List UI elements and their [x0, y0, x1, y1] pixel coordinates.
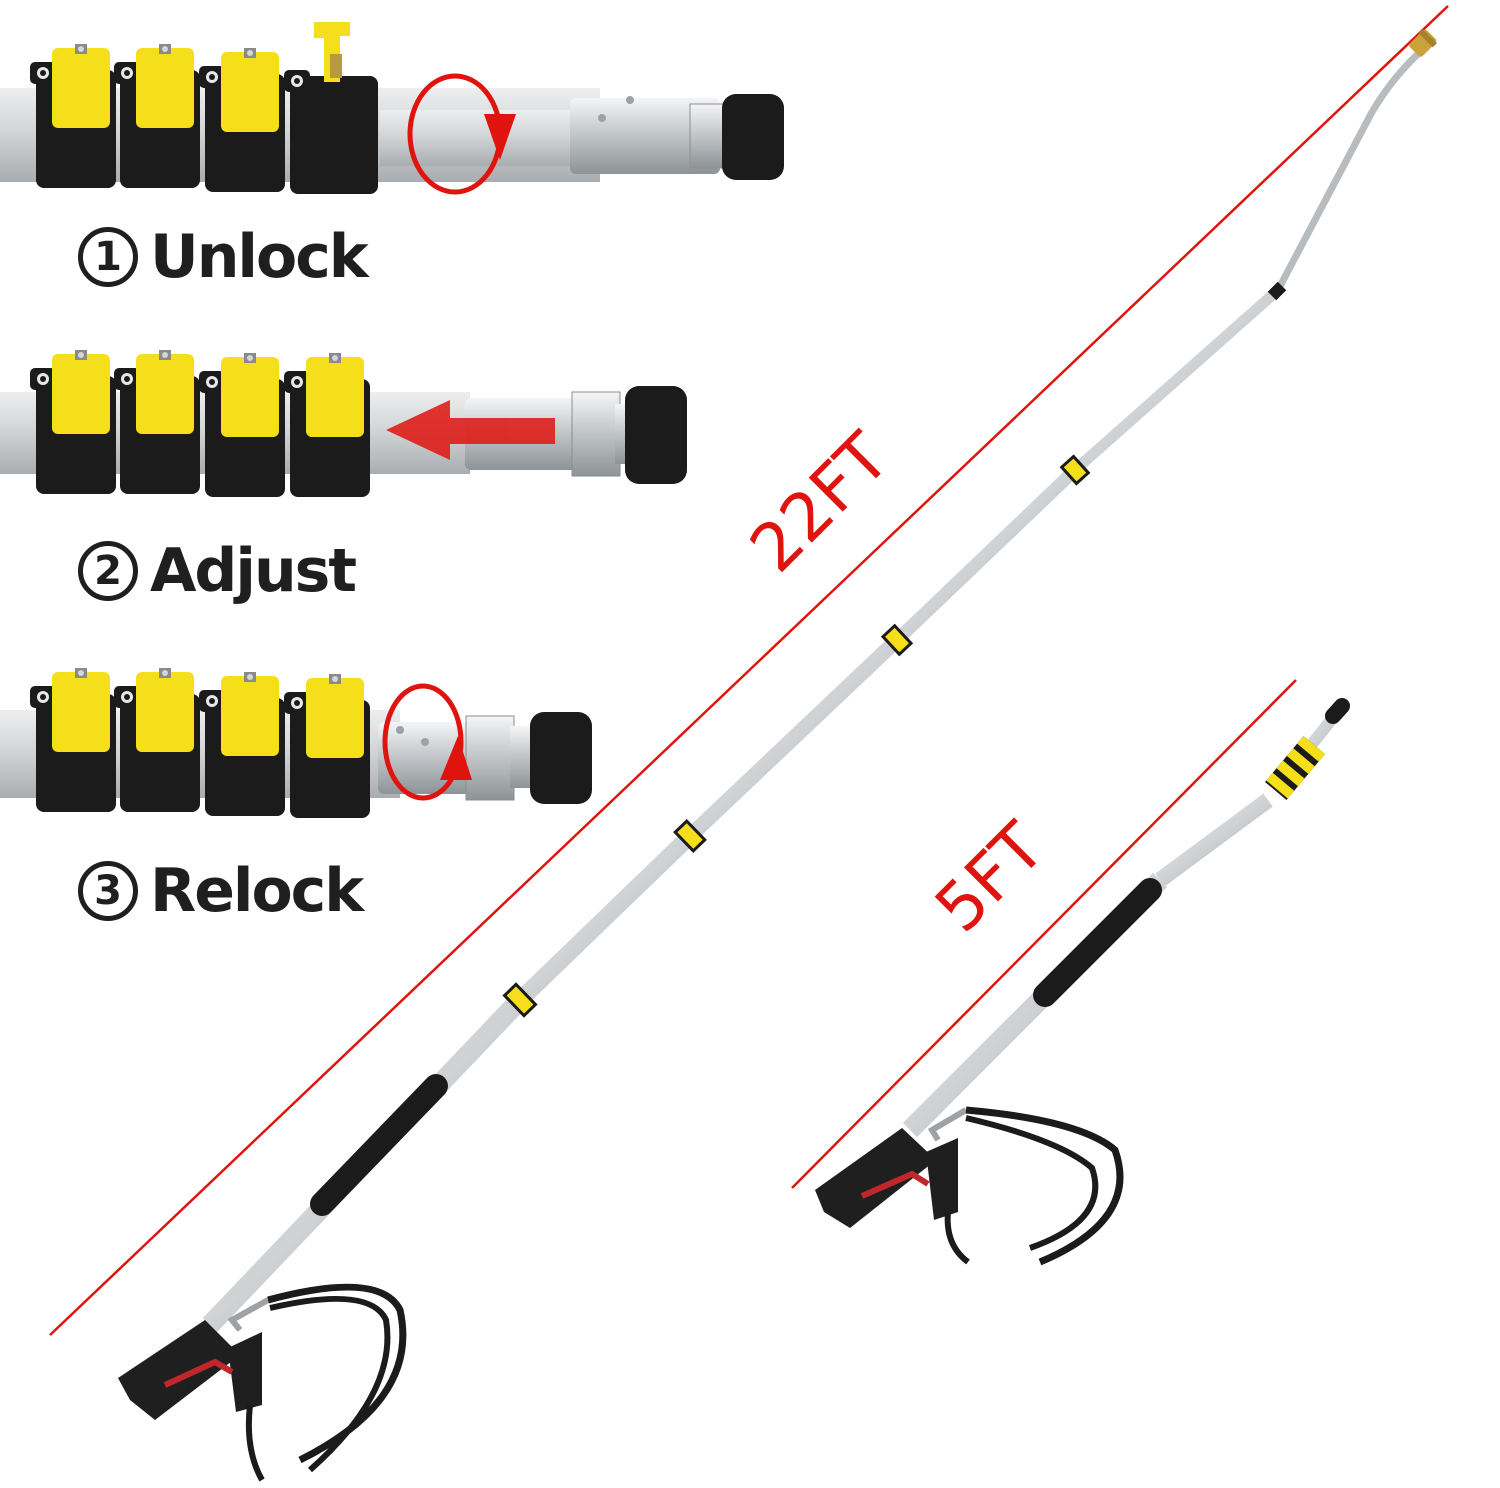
step-2-text: Adjust: [150, 536, 357, 606]
spray-gun-icon: [118, 1297, 270, 1420]
step-2-label: 2 Adjust: [78, 536, 357, 606]
step-3-label: 3 Relock: [78, 856, 364, 926]
rotate-ccw-arrow-icon: [407, 73, 516, 195]
step-3-text: Relock: [150, 856, 364, 926]
step-1-label: 1 Unlock: [78, 222, 369, 292]
collapsed-length-line: [791, 679, 1297, 1189]
spray-gun-icon: [815, 1107, 968, 1228]
step-1-number-badge: 1: [78, 227, 138, 287]
extended-length-line: [49, 5, 1449, 1336]
step-1-text: Unlock: [150, 222, 369, 292]
step-3-number-badge: 3: [78, 861, 138, 921]
extended-wand: [118, 29, 1437, 1482]
step-1-illustration: [0, 22, 784, 195]
step-2-number-badge: 2: [78, 541, 138, 601]
step-2-illustration: [0, 350, 687, 497]
slide-left-arrow-icon: [386, 400, 555, 460]
collapsed-wand: [815, 698, 1350, 1266]
step-3-illustration: [0, 668, 592, 818]
rotate-cw-arrow-icon: [382, 683, 472, 801]
